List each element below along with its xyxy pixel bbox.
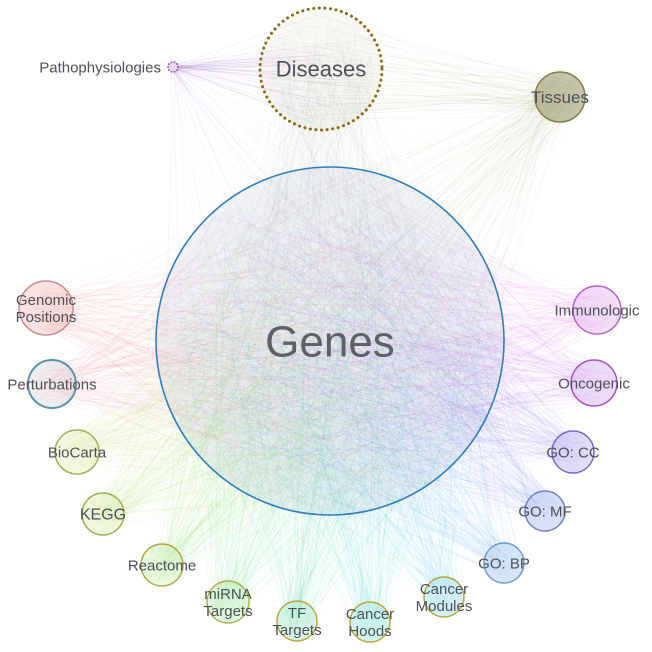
label-cancer_hoods: Cancer bbox=[346, 606, 394, 623]
node-mirna_targets[interactable] bbox=[206, 580, 250, 624]
node-pathophysiologies[interactable] bbox=[167, 61, 179, 73]
node-tissues[interactable] bbox=[534, 71, 586, 123]
label-tf_targets: TF bbox=[288, 605, 306, 622]
label-tf_targets: Targets bbox=[272, 622, 321, 639]
label-genomic_positions: Genomic bbox=[16, 292, 77, 309]
bundle-tf_targets-to-genes bbox=[179, 178, 490, 636]
bundle-mirna_targets-to-genes bbox=[165, 186, 495, 619]
label-mirna_targets: miRNA bbox=[204, 586, 252, 603]
label-genomic_positions: Positions bbox=[16, 309, 77, 326]
node-reactome[interactable] bbox=[140, 543, 184, 587]
bundle-go_mf-to-genes bbox=[168, 202, 563, 528]
label-perturbations: Perturbations bbox=[7, 376, 96, 393]
bundle-genomic_positions-to-genes bbox=[21, 176, 491, 501]
node-genes[interactable] bbox=[155, 166, 505, 516]
bundle-go_cc-to-genes bbox=[165, 179, 592, 496]
node-oncogenic[interactable] bbox=[570, 359, 618, 407]
label-go_bp: GO: BP bbox=[478, 555, 530, 572]
node-genomic_positions[interactable] bbox=[18, 280, 74, 336]
node-biocarta[interactable] bbox=[54, 429, 100, 475]
diseases-circle-fill bbox=[260, 8, 382, 130]
node-immunologic[interactable] bbox=[572, 285, 622, 335]
label-go_cc: GO: CC bbox=[546, 444, 600, 461]
label-oncogenic: Oncogenic bbox=[558, 375, 630, 392]
node-go_mf[interactable] bbox=[524, 490, 566, 532]
node-cancer_hoods[interactable] bbox=[349, 601, 391, 643]
label-kegg: KEGG bbox=[80, 507, 126, 524]
label-tissues: Tissues bbox=[531, 88, 589, 107]
label-immunologic: Immunologic bbox=[554, 302, 640, 319]
node-kegg[interactable] bbox=[81, 492, 125, 536]
bundle-tissues-to-diseases bbox=[271, 12, 582, 122]
node-diseases[interactable] bbox=[258, 6, 384, 132]
bundle-diseases-to-genes bbox=[171, 15, 496, 495]
label-cancer_hoods: Hoods bbox=[348, 623, 391, 640]
bundle-kegg-to-genes bbox=[84, 174, 484, 533]
bundle-tissues-to-genes bbox=[176, 75, 582, 498]
node-go_cc[interactable] bbox=[551, 430, 595, 474]
node-tf_targets[interactable] bbox=[276, 600, 318, 642]
node-perturbations[interactable] bbox=[27, 359, 77, 409]
bundle-oncogenic-to-genes bbox=[174, 198, 614, 498]
bundle-cancer_modules-to-genes bbox=[173, 174, 499, 615]
bundle-reactome-to-genes bbox=[143, 172, 476, 582]
label-reactome: Reactome bbox=[128, 557, 196, 574]
node-go_bp[interactable] bbox=[483, 542, 525, 584]
label-cancer_modules: Modules bbox=[416, 598, 473, 615]
node-cancer_modules[interactable] bbox=[423, 576, 465, 618]
label-genes: Genes bbox=[265, 317, 395, 366]
bundle-immunologic-to-genes bbox=[181, 177, 617, 501]
label-mirna_targets: Targets bbox=[203, 603, 252, 620]
edge-bundles bbox=[21, 12, 617, 641]
bundle-go_bp-to-genes bbox=[172, 175, 523, 581]
genes-circle-fill bbox=[156, 167, 504, 515]
label-cancer_modules: Cancer bbox=[420, 581, 468, 598]
bundle-biocarta-to-genes bbox=[59, 174, 485, 510]
bundle-perturbations-to-genes bbox=[31, 185, 491, 487]
label-pathophysiologies: Pathophysiologies bbox=[39, 59, 161, 76]
bundle-pathophysiologies-to-diseases bbox=[168, 16, 370, 128]
label-diseases: Diseases bbox=[276, 57, 366, 82]
label-go_mf: GO: MF bbox=[518, 503, 571, 520]
label-biocarta: BioCarta bbox=[48, 444, 107, 461]
bundle-pathophysiologies-to-genes bbox=[163, 63, 480, 506]
